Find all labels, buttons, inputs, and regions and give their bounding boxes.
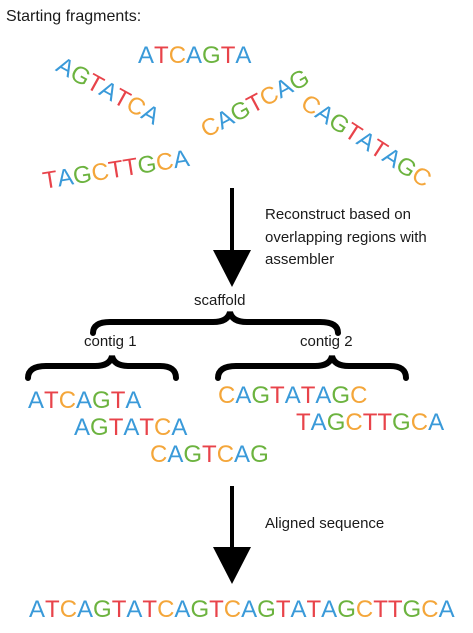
fragment-atcagta: ATCAGTA xyxy=(138,44,251,68)
base-t: T xyxy=(209,596,224,623)
base-a: A xyxy=(74,414,91,441)
base-a: A xyxy=(77,596,94,623)
contig2-read-1: CAGTATAGC xyxy=(218,384,367,408)
base-c: C xyxy=(154,414,172,441)
base-c: C xyxy=(410,409,429,436)
contig1-read-3: CAGTCAG xyxy=(150,443,269,467)
base-g: G xyxy=(92,387,111,414)
base-g: G xyxy=(402,596,422,623)
base-t: T xyxy=(306,596,322,623)
base-a: A xyxy=(321,596,338,623)
scaffold-brace xyxy=(90,311,341,336)
base-t: T xyxy=(270,382,285,409)
base-g: G xyxy=(257,596,276,623)
base-t: T xyxy=(139,414,155,441)
base-t: T xyxy=(373,596,388,623)
base-g: G xyxy=(326,409,346,436)
reconstruct-label-line2: overlapping regions with xyxy=(265,229,427,246)
aligned-arrow xyxy=(213,486,251,584)
reconstruct-label-line1: Reconstruct based on xyxy=(265,206,411,223)
base-a: A xyxy=(28,387,45,414)
contig1-read-1: ATCAGTA xyxy=(28,389,141,413)
base-a: A xyxy=(438,596,455,623)
base-t: T xyxy=(300,382,316,409)
base-t: T xyxy=(44,387,59,414)
base-t: T xyxy=(387,596,403,623)
base-a: A xyxy=(138,42,155,69)
base-g: G xyxy=(251,382,271,409)
base-a: A xyxy=(428,409,445,436)
base-a: A xyxy=(315,382,332,409)
base-g: G xyxy=(93,596,112,623)
base-g: G xyxy=(250,441,269,468)
base-g: G xyxy=(183,441,203,468)
base-t: T xyxy=(110,387,126,414)
base-c: C xyxy=(355,596,374,623)
base-c: C xyxy=(216,441,235,468)
base-t: T xyxy=(108,414,124,441)
base-t: T xyxy=(45,596,60,623)
base-a: A xyxy=(123,414,140,441)
base-a: A xyxy=(290,596,307,623)
base-c: C xyxy=(223,596,242,623)
starting-fragments-label: Starting fragments: xyxy=(6,8,142,25)
contig2-read-2: TAGCTTGCA xyxy=(296,411,444,435)
base-a: A xyxy=(186,42,203,69)
base-a: A xyxy=(167,441,184,468)
base-a: A xyxy=(76,387,93,414)
base-t: T xyxy=(111,596,127,623)
contig1-label: contig 1 xyxy=(84,333,137,350)
base-g: G xyxy=(337,596,356,623)
base-t: T xyxy=(275,596,291,623)
base-c: C xyxy=(150,441,168,468)
base-t: T xyxy=(362,409,378,436)
contig1-brace xyxy=(25,355,179,381)
base-t: T xyxy=(377,409,393,436)
base-a: A xyxy=(171,414,188,441)
assembly-arrow xyxy=(213,188,251,287)
base-a: A xyxy=(174,596,191,623)
contig2-brace xyxy=(215,355,409,381)
base-g: G xyxy=(190,596,210,623)
base-c: C xyxy=(350,382,368,409)
base-g: G xyxy=(202,42,221,69)
base-c: C xyxy=(58,387,77,414)
base-t: T xyxy=(142,596,158,623)
base-c: C xyxy=(168,42,187,69)
contig1-read-2: AGTATCA xyxy=(74,416,187,440)
final-assembled-sequence: ATCAGTATCAGTCAGTATAGCTTGCA xyxy=(29,598,455,622)
base-a: A xyxy=(234,441,251,468)
base-c: C xyxy=(157,596,175,623)
aligned-sequence-label: Aligned sequence xyxy=(265,515,385,532)
base-c: C xyxy=(218,382,236,409)
base-c: C xyxy=(345,409,363,436)
base-a: A xyxy=(284,382,301,409)
base-t: T xyxy=(220,42,236,69)
base-a: A xyxy=(310,409,327,436)
base-t: T xyxy=(154,42,169,69)
base-a: A xyxy=(241,596,258,623)
base-c: C xyxy=(59,596,78,623)
base-g: G xyxy=(90,414,109,441)
reconstruct-label-line3: assembler xyxy=(265,251,335,268)
base-a: A xyxy=(235,42,252,69)
base-c: C xyxy=(421,596,439,623)
base-g: G xyxy=(331,382,351,409)
base-g: G xyxy=(392,409,411,436)
base-t: T xyxy=(202,441,217,468)
base-a: A xyxy=(29,596,46,623)
base-a: A xyxy=(125,387,142,414)
scaffold-label: scaffold xyxy=(194,292,246,309)
contig2-label: contig 2 xyxy=(300,333,353,350)
base-a: A xyxy=(235,382,252,409)
base-a: A xyxy=(126,596,143,623)
base-t: T xyxy=(296,409,311,436)
